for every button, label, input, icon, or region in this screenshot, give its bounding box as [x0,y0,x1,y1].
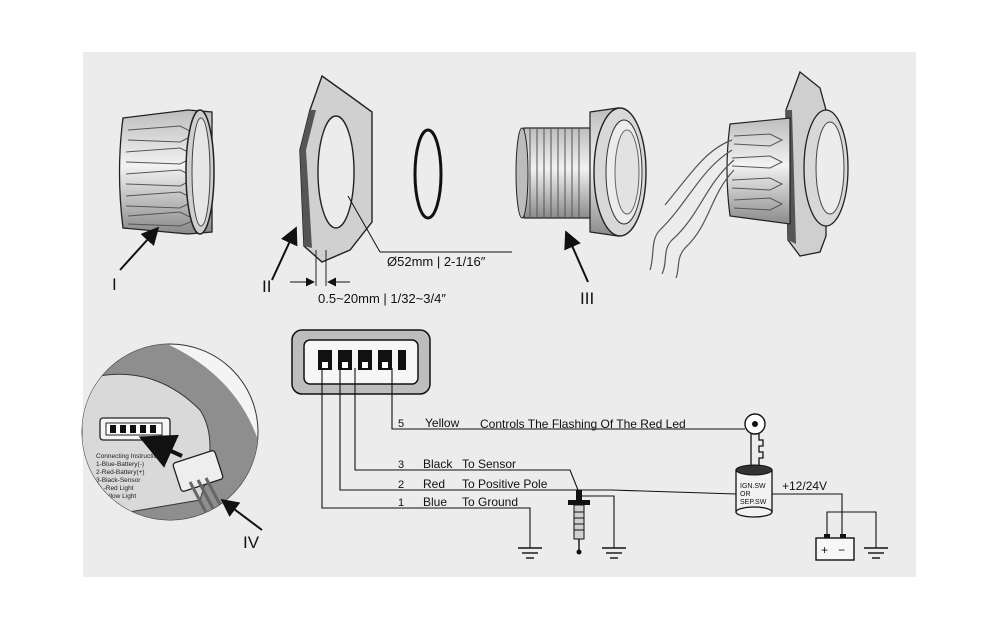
wire-5-color: Yellow [425,416,460,430]
wire-3-color: Black [423,457,453,471]
detail-label-line-6: 5-Yellow Light [96,493,136,500]
wire-3-number: 3 [398,459,404,471]
part-2-gasket-plate: Ø52mm | 2-1/16″ 0.5~20mm | 1/32~3/4″ II [262,74,512,306]
detail-label-line-1: Connecting Instruction [96,453,161,460]
diameter-label: Ø52mm | 2-1/16″ [387,254,486,269]
assembled-gauge [649,70,849,279]
wire-lines [321,368,737,548]
wire-5-desc: Controls The Flashing Of The Red Led [480,417,686,431]
switch-label-2: OR [740,491,751,498]
detail-label-line-3: 2-Red-Battery(+) [96,469,145,476]
wire-2-color: Red [423,477,445,491]
o-ring [413,128,443,220]
part-1-nut: I [112,109,215,294]
switch-label-1: IGN.SW [740,483,766,490]
battery-icon: + − [815,534,855,561]
wire-1-number: 1 [398,497,404,509]
switch-label-3: SEP.SW [740,499,767,506]
connector-pins [318,350,406,370]
part-2-label: II [262,277,271,296]
thickness-label: 0.5~20mm | 1/32~3/4″ [318,291,446,306]
ignition-key-icon [744,413,766,467]
connector-block [291,329,431,395]
ignition-switch: IGN.SW OR SEP.SW [735,464,773,518]
sensor [568,490,626,559]
ground-symbol-sensor [602,547,626,559]
part-3-gauge-body: III [515,107,647,308]
detail-label-line-2: 1-Blue-Battery(-) [96,461,144,468]
part-3-label: III [580,289,594,308]
battery-plus: + [821,543,828,557]
battery-minus: − [838,543,845,557]
ground-symbol-battery [864,547,888,559]
wire-5-number: 5 [398,418,404,430]
ground-symbol-blue [518,547,542,559]
part-1-label: I [112,275,117,294]
voltage-label: +12/24V [782,479,827,493]
detail-label-line-5: 4- -Red Light [96,485,134,492]
wire-2-desc: To Positive Pole [462,477,548,491]
wire-3-desc: To Sensor [462,457,516,471]
detail-label-line-4: 3-Black-Sensor [96,477,141,484]
connector-detail-view: Connecting Instruction 1-Blue-Battery(-)… [81,343,263,552]
wire-1-color: Blue [423,495,447,509]
part-4-label: IV [243,533,260,552]
wire-1-desc: To Ground [462,495,518,509]
wire-2-number: 2 [398,479,404,491]
